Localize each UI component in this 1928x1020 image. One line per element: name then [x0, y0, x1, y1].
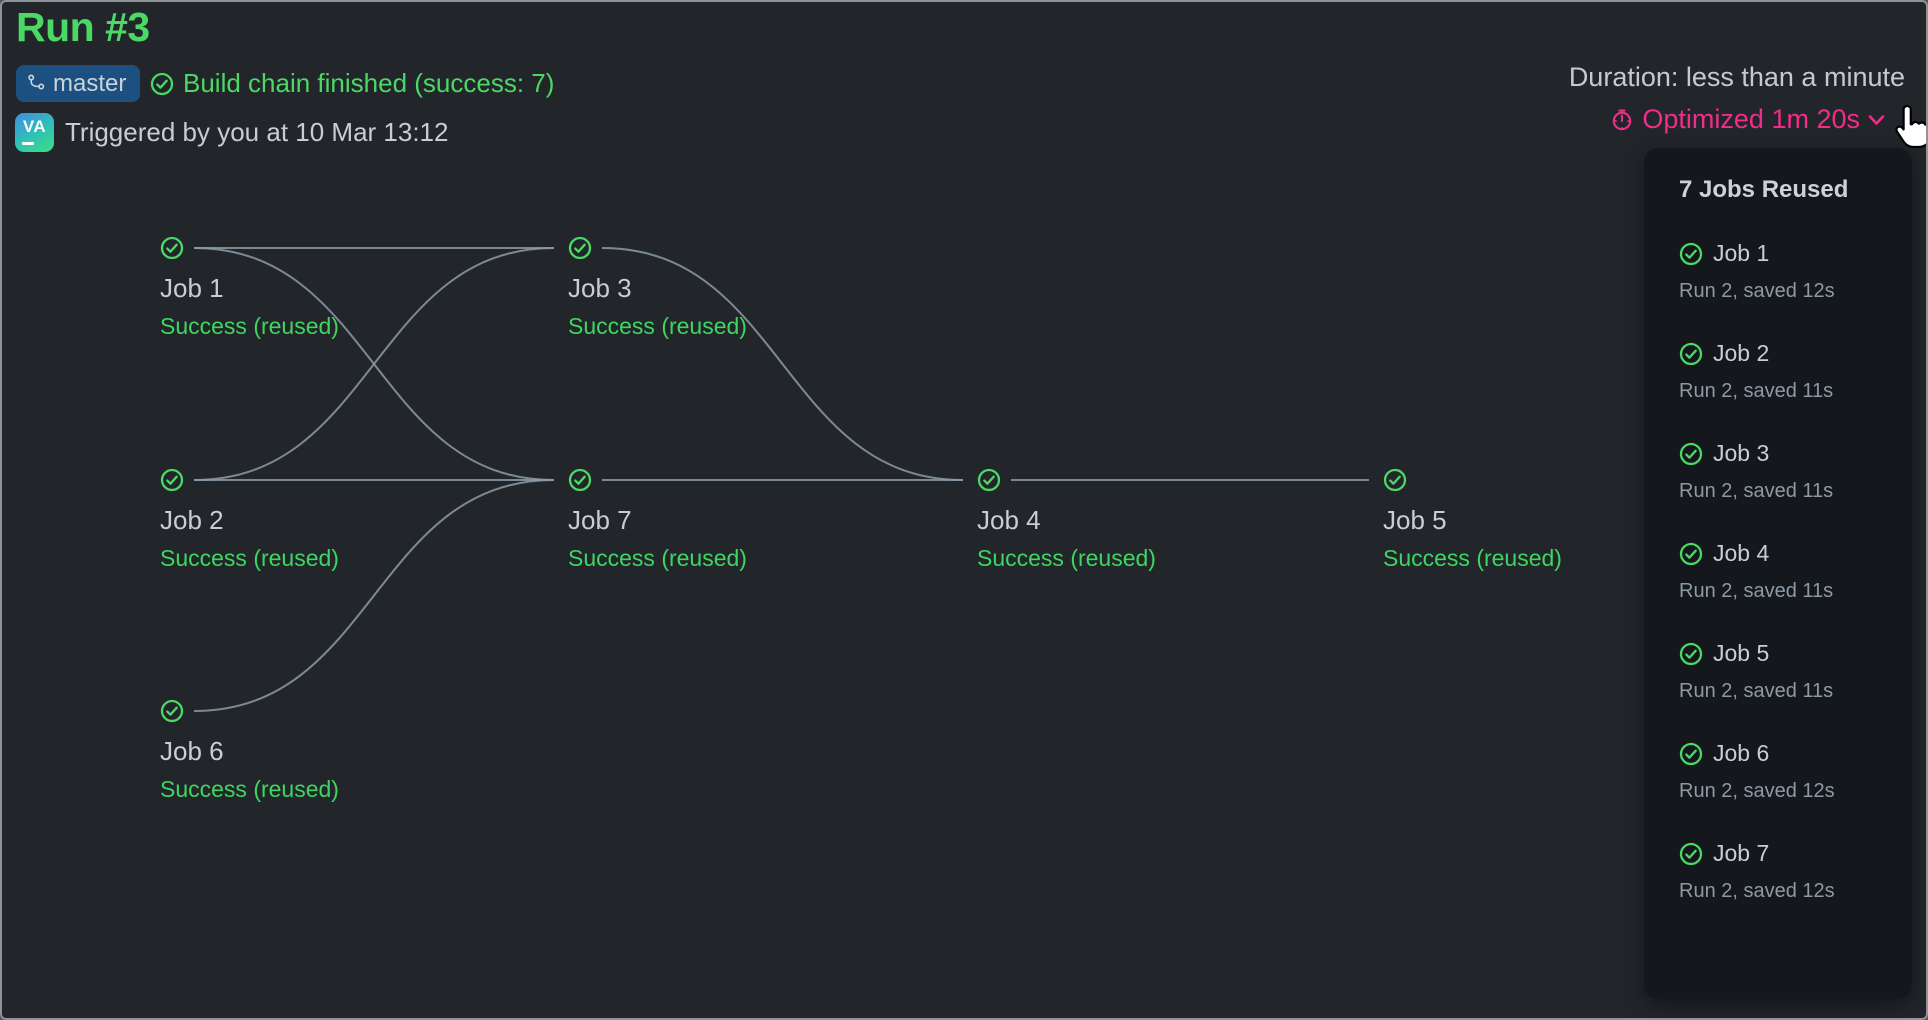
check-circle-icon — [150, 72, 174, 96]
job-name: Job 2 — [160, 505, 224, 535]
job-name: Job 3 — [568, 273, 632, 303]
reused-job-item[interactable]: Job 7 Run 2, saved 12s — [1679, 840, 1892, 903]
job-name: Job 5 — [1383, 505, 1447, 535]
graph-node-job2[interactable]: Job 2 Success (reused) — [160, 468, 390, 572]
job-status: Success (reused) — [568, 313, 747, 339]
reused-job-detail: Run 2, saved 11s — [1679, 380, 1834, 402]
reused-job-name: Job 1 — [1713, 240, 1770, 266]
reused-job-item[interactable]: Job 1 Run 2, saved 12s — [1679, 240, 1892, 303]
check-circle-icon — [1679, 542, 1703, 566]
check-circle-icon — [977, 468, 1001, 492]
check-circle-icon — [1679, 642, 1703, 666]
reused-job-name: Job 3 — [1713, 440, 1770, 466]
reused-job-item[interactable]: Job 2 Run 2, saved 11s — [1679, 340, 1892, 403]
timer-icon — [1613, 109, 1632, 130]
job-status: Success (reused) — [1383, 545, 1562, 571]
graph-node-job4[interactable]: Job 4 Success (reused) — [977, 468, 1207, 572]
jobs-reused-title: 7 Jobs Reused — [1679, 176, 1849, 203]
optimized-text: Optimized 1m 20s — [1642, 104, 1860, 134]
reused-job-name: Job 6 — [1713, 740, 1770, 766]
chain-status-text: Build chain finished (success: 7) — [183, 68, 555, 98]
avatar-initials: VA — [22, 116, 47, 136]
reused-job-name: Job 4 — [1713, 540, 1770, 566]
job-name: Job 7 — [568, 505, 632, 535]
git-branch-icon — [28, 74, 45, 90]
check-circle-icon — [1383, 468, 1407, 492]
graph-node-job3[interactable]: Job 3 Success (reused) — [568, 236, 798, 340]
check-circle-icon — [568, 468, 592, 492]
reused-job-name: Job 7 — [1713, 840, 1770, 866]
reused-job-detail: Run 2, saved 11s — [1679, 680, 1834, 702]
check-circle-icon — [1679, 842, 1703, 866]
job-name: Job 4 — [977, 505, 1041, 535]
job-status: Success (reused) — [977, 545, 1156, 571]
reused-job-item[interactable]: Job 6 Run 2, saved 12s — [1679, 740, 1892, 803]
triggered-text: Triggered by you at 10 Mar 13:12 — [65, 116, 449, 147]
reused-job-detail: Run 2, saved 12s — [1679, 880, 1835, 902]
avatar-underscore — [22, 141, 34, 145]
reused-job-item[interactable]: Job 3 Run 2, saved 11s — [1679, 440, 1892, 503]
chevron-down-icon[interactable] — [1868, 114, 1885, 126]
optimized-toggle[interactable]: Optimized 1m 20s — [1610, 104, 1885, 135]
trigger-row: VA Triggered by you at 10 Mar 13:12 — [15, 112, 448, 152]
branch-name: master — [53, 69, 127, 97]
check-circle-icon — [1679, 442, 1703, 466]
avatar[interactable]: VA — [15, 112, 54, 152]
graph-node-job1[interactable]: Job 1 Success (reused) — [160, 236, 390, 340]
branch-badge[interactable]: master — [16, 65, 141, 102]
page-title: Run #3 — [16, 4, 150, 50]
reused-job-detail: Run 2, saved 11s — [1679, 580, 1834, 602]
reused-job-item[interactable]: Job 4 Run 2, saved 11s — [1679, 540, 1892, 603]
job-status: Success (reused) — [160, 545, 339, 571]
graph-node-job7[interactable]: Job 7 Success (reused) — [568, 468, 798, 572]
check-circle-icon — [160, 699, 184, 723]
check-circle-icon — [1679, 742, 1703, 766]
reused-job-item[interactable]: Job 5 Run 2, saved 11s — [1679, 640, 1892, 703]
jobs-reused-panel: 7 Jobs Reused Job 1 Run 2, saved 12s Job… — [1644, 148, 1912, 999]
check-circle-icon — [160, 236, 184, 260]
graph-node-job5[interactable]: Job 5 Success (reused) — [1383, 468, 1613, 572]
check-circle-icon — [1679, 342, 1703, 366]
job-status: Success (reused) — [160, 313, 339, 339]
reused-job-name: Job 2 — [1713, 340, 1770, 366]
job-status: Success (reused) — [160, 776, 339, 802]
reused-job-name: Job 5 — [1713, 640, 1770, 666]
job-status: Success (reused) — [568, 545, 747, 571]
check-circle-icon — [1679, 242, 1703, 266]
job-name: Job 6 — [160, 736, 224, 766]
duration-text: Duration: less than a minute — [1568, 62, 1905, 92]
graph-node-job6[interactable]: Job 6 Success (reused) — [160, 699, 390, 803]
chain-status: Build chain finished (success: 7) — [150, 65, 554, 102]
check-circle-icon — [160, 468, 184, 492]
reused-job-detail: Run 2, saved 12s — [1679, 280, 1835, 302]
reused-job-detail: Run 2, saved 11s — [1679, 480, 1834, 502]
check-circle-icon — [568, 236, 592, 260]
reused-job-detail: Run 2, saved 12s — [1679, 780, 1835, 802]
job-name: Job 1 — [160, 273, 224, 303]
